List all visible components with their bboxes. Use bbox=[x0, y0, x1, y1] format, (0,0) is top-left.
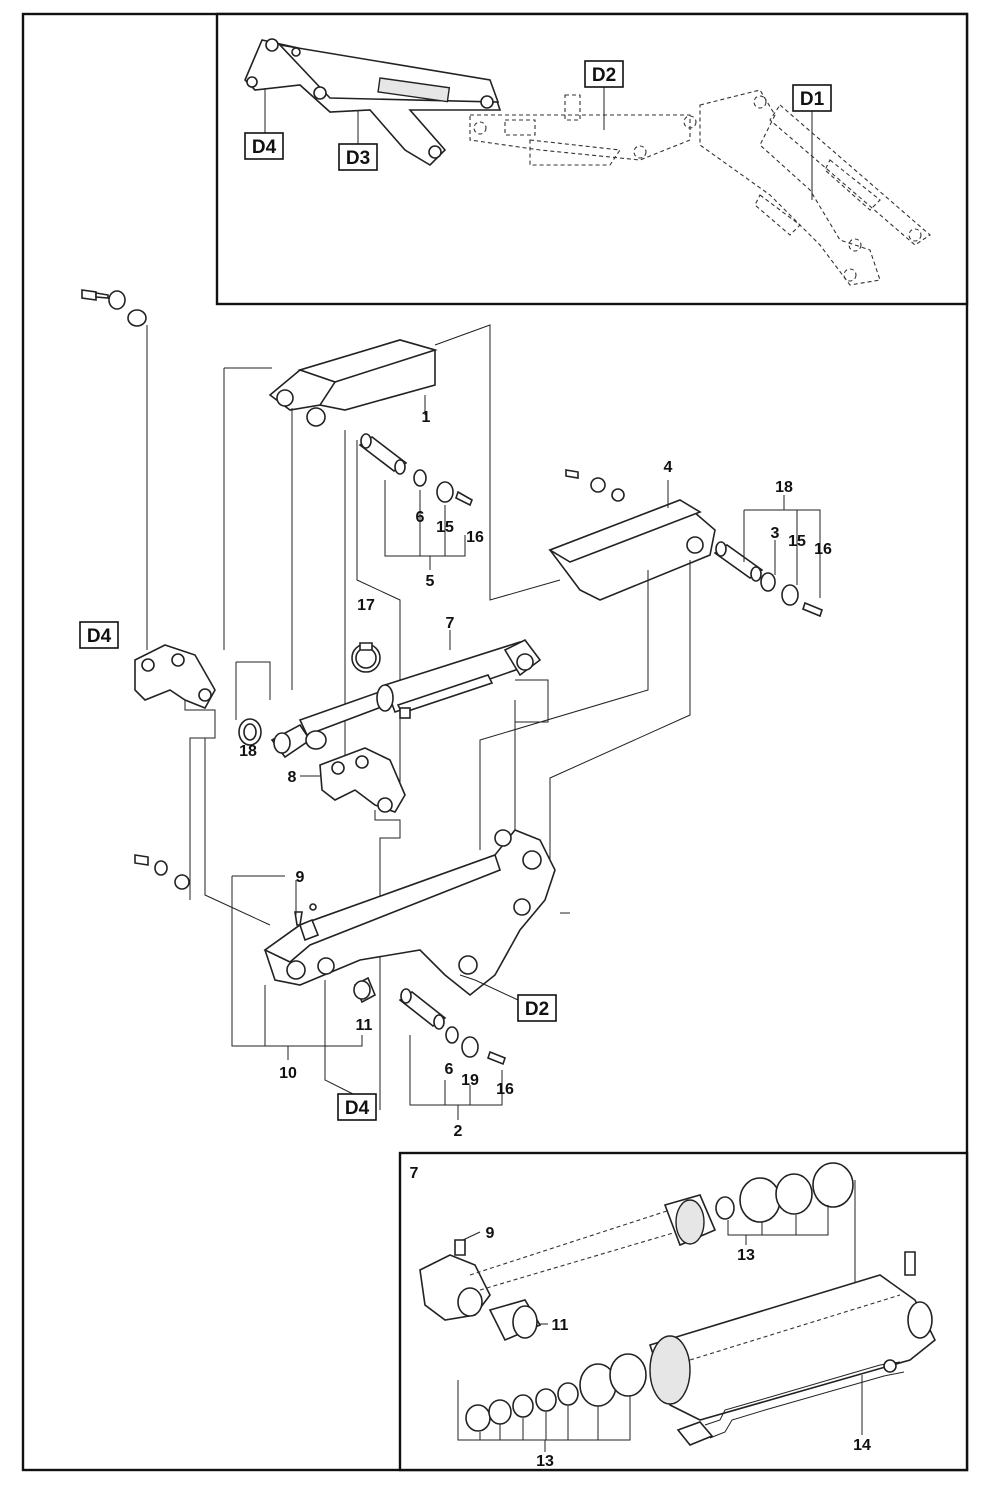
svg-text:D3: D3 bbox=[346, 148, 370, 169]
callout-6-top: 6 bbox=[416, 509, 425, 526]
callout-18-right: 18 bbox=[775, 479, 793, 496]
label-d3: D3 bbox=[338, 143, 378, 171]
label-d1: D1 bbox=[792, 84, 832, 112]
inset-title-7: 7 bbox=[410, 1165, 419, 1182]
svg-text:D4: D4 bbox=[252, 137, 277, 158]
part-2-pin-set bbox=[398, 988, 506, 1120]
callout-6-bottom: 6 bbox=[445, 1061, 454, 1078]
part-8-plate bbox=[300, 747, 406, 1110]
callout-16-bottom: 16 bbox=[496, 1081, 514, 1098]
callout-11: 11 bbox=[356, 1017, 373, 1034]
svg-text:D2: D2 bbox=[525, 999, 549, 1020]
bolt-set-top-left bbox=[81, 289, 148, 650]
cylinder-detail bbox=[419, 1162, 937, 1452]
callout-7: 7 bbox=[446, 615, 455, 632]
callout-3: 3 bbox=[771, 525, 780, 542]
callout-5: 5 bbox=[426, 573, 435, 590]
inset-callout-9: 9 bbox=[486, 1225, 495, 1242]
inset-callout-14: 14 bbox=[853, 1437, 871, 1454]
callout-10: 10 bbox=[279, 1065, 297, 1082]
svg-text:D4: D4 bbox=[345, 1098, 370, 1119]
label-d4-top: D4 bbox=[244, 132, 284, 160]
callout-15-right: 15 bbox=[788, 533, 806, 550]
part-17-clamp bbox=[351, 642, 381, 673]
inset-callout-13-bottom: 13 bbox=[536, 1453, 554, 1470]
overview-assembly bbox=[244, 38, 931, 286]
callout-17: 17 bbox=[357, 597, 375, 614]
inset-callout-11: 11 bbox=[552, 1317, 569, 1334]
callout-19: 19 bbox=[461, 1072, 479, 1089]
part-18-bushing-left bbox=[235, 661, 271, 746]
callout-4: 4 bbox=[664, 459, 673, 476]
callout-9: 9 bbox=[296, 869, 305, 886]
bolt-set-bottom-left bbox=[134, 854, 190, 890]
callout-16-top: 16 bbox=[466, 529, 484, 546]
part-18-pin-set-right bbox=[713, 495, 823, 618]
inset-callout-13-top: 13 bbox=[737, 1247, 755, 1264]
svg-text:D1: D1 bbox=[800, 89, 825, 110]
part-7-hydraulic-cylinder bbox=[270, 630, 549, 860]
part-5-pin-set bbox=[356, 433, 474, 800]
d4-left-plate bbox=[134, 644, 271, 926]
svg-text:D2: D2 bbox=[592, 65, 616, 86]
label-d4-bottom: D4 bbox=[337, 1093, 377, 1121]
part-4-lower-support bbox=[479, 469, 716, 860]
callout-18-left: 18 bbox=[239, 743, 257, 760]
svg-text:D4: D4 bbox=[87, 626, 112, 647]
callout-1: 1 bbox=[422, 409, 431, 426]
label-d2-mid: D2 bbox=[517, 994, 557, 1022]
callout-8: 8 bbox=[288, 769, 297, 786]
callout-15-top: 15 bbox=[436, 519, 454, 536]
callout-16-right: 16 bbox=[814, 541, 832, 558]
callout-2: 2 bbox=[454, 1123, 463, 1140]
label-d2-top: D2 bbox=[584, 60, 624, 88]
part-10-lower-arm bbox=[231, 829, 570, 1096]
label-d4-left: D4 bbox=[79, 621, 119, 649]
